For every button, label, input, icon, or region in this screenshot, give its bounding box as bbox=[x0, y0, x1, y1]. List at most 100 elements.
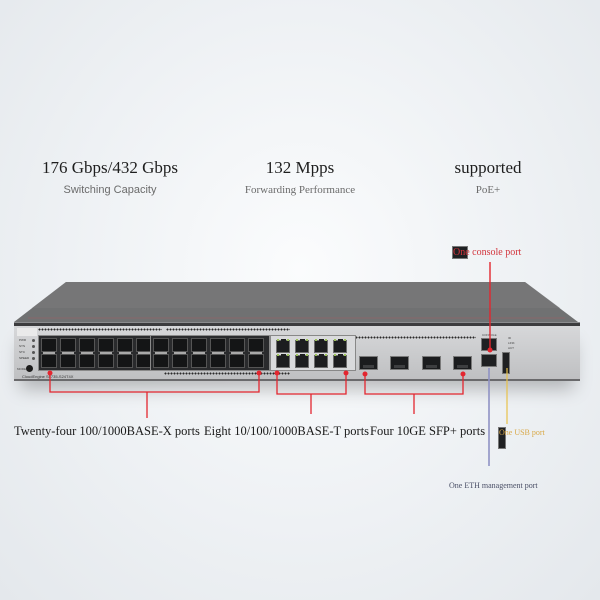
sfp-latch bbox=[193, 352, 205, 354]
sfp-port-15[interactable] bbox=[172, 338, 188, 352]
model-name: CloudEngine S5735-S24T4X bbox=[22, 374, 74, 379]
annotation-eth-port: One ETH management port bbox=[449, 481, 538, 490]
eth-management-port[interactable] bbox=[481, 354, 497, 367]
rj45-port-6[interactable] bbox=[314, 354, 328, 368]
sfp-latch bbox=[62, 352, 74, 354]
rj45-led bbox=[315, 354, 317, 356]
rj45-led bbox=[334, 339, 336, 341]
sfp-port-20[interactable] bbox=[210, 354, 226, 368]
vent-top-left bbox=[38, 328, 162, 331]
sfp-port-16[interactable] bbox=[172, 354, 188, 368]
vent-sfp-plus bbox=[346, 336, 476, 339]
rj45-led bbox=[306, 354, 308, 356]
sfp-latch bbox=[81, 352, 93, 354]
stat-label: Switching Capacity bbox=[63, 184, 157, 196]
usb-led-id: ID bbox=[508, 336, 511, 340]
sfp-port-23[interactable] bbox=[248, 338, 264, 352]
usb-port[interactable] bbox=[502, 352, 510, 374]
rj45-port-4[interactable] bbox=[295, 354, 309, 368]
led-label-pwr: PWR bbox=[19, 338, 26, 342]
led-pwr bbox=[32, 339, 35, 342]
rj45-led bbox=[334, 354, 336, 356]
rj45-led bbox=[296, 354, 298, 356]
sfp-port-24[interactable] bbox=[248, 354, 264, 368]
led-label-sys: SYS bbox=[19, 344, 26, 348]
sfp-port-10[interactable] bbox=[117, 354, 133, 368]
usb-led-act: ACT bbox=[508, 346, 514, 350]
sfp-latch bbox=[212, 352, 224, 354]
sfp-port-1[interactable] bbox=[41, 338, 57, 352]
sfp-latch bbox=[174, 352, 186, 354]
sfp-port-14[interactable] bbox=[153, 354, 169, 368]
rj45-port-7[interactable] bbox=[333, 339, 347, 353]
sfp-port-6[interactable] bbox=[79, 354, 95, 368]
sfp-port-5[interactable] bbox=[79, 338, 95, 352]
sfp-port-3[interactable] bbox=[60, 338, 76, 352]
rj45-led bbox=[344, 354, 346, 356]
rj45-led bbox=[277, 339, 279, 341]
stat-label: Forwarding Performance bbox=[244, 184, 356, 196]
sfp-plus-port-2[interactable] bbox=[390, 356, 409, 370]
rj45-led bbox=[325, 339, 327, 341]
rj45-latch bbox=[338, 354, 343, 356]
console-label: CONSOLE bbox=[482, 333, 497, 337]
stat-switching-capacity: 176 Gbps/432 Gbps Switching Capacity bbox=[20, 158, 200, 196]
led-label-stc: STC bbox=[19, 350, 25, 354]
sfp-latch bbox=[138, 352, 150, 354]
sfp-plus-port-1[interactable] bbox=[359, 356, 378, 370]
annotation-sfp-plus-ports: Four 10GE SFP+ ports bbox=[370, 424, 486, 438]
sfp-port-13[interactable] bbox=[153, 338, 169, 352]
sfp-port-group-1 bbox=[38, 335, 156, 371]
mode-label: MODE bbox=[17, 367, 26, 371]
rj45-port-2[interactable] bbox=[276, 354, 290, 368]
sfp-port-9[interactable] bbox=[117, 338, 133, 352]
sfp-port-7[interactable] bbox=[98, 338, 114, 352]
rj45-latch bbox=[338, 339, 343, 341]
mode-button[interactable] bbox=[26, 365, 33, 372]
annotation-usb-port: One USB port bbox=[498, 427, 545, 449]
rj45-led bbox=[287, 339, 289, 341]
stat-value: 176 Gbps/432 Gbps bbox=[41, 158, 178, 177]
stat-value: supported bbox=[454, 158, 522, 177]
sfp-plus-port-4[interactable] bbox=[453, 356, 472, 370]
sfp-port-22[interactable] bbox=[229, 354, 245, 368]
led-speed bbox=[32, 357, 35, 360]
sfp-port-8[interactable] bbox=[98, 354, 114, 368]
sfp-latch bbox=[155, 352, 167, 354]
sfp-port-18[interactable] bbox=[191, 354, 207, 368]
sfp-port-17[interactable] bbox=[191, 338, 207, 352]
sfp-port-21[interactable] bbox=[229, 338, 245, 352]
annotation-console: One console port bbox=[452, 246, 522, 259]
rj45-led bbox=[287, 354, 289, 356]
vent-bottom bbox=[164, 372, 290, 375]
stat-forwarding-performance: 132 Mpps Forwarding Performance bbox=[210, 158, 390, 196]
sfp-latch bbox=[100, 352, 112, 354]
led-label-speed: SPEED bbox=[19, 356, 30, 360]
rj45-latch bbox=[281, 354, 286, 356]
led-stc bbox=[32, 351, 35, 354]
vent-top-mid bbox=[166, 328, 290, 331]
rj45-port-1[interactable] bbox=[276, 339, 290, 353]
rj45-port-8[interactable] bbox=[333, 354, 347, 368]
rj45-latch bbox=[300, 339, 305, 341]
console-port[interactable] bbox=[481, 338, 497, 351]
led-sys bbox=[32, 345, 35, 348]
stat-label: PoE+ bbox=[475, 184, 501, 196]
usb-led-link: LINK bbox=[508, 341, 515, 345]
rj45-latch bbox=[319, 339, 324, 341]
sfp-plus-port-3[interactable] bbox=[422, 356, 441, 370]
rj45-led bbox=[277, 354, 279, 356]
front-panel: PWR SYS STC SPEED MODE CloudEngine S5735… bbox=[14, 322, 580, 381]
rj45-led bbox=[344, 339, 346, 341]
rj45-port-5[interactable] bbox=[314, 339, 328, 353]
stat-value: 132 Mpps bbox=[265, 158, 335, 177]
sfp-port-4[interactable] bbox=[60, 354, 76, 368]
rj45-latch bbox=[319, 354, 324, 356]
annotation-rj45-ports: Eight 10/100/1000BASE-T ports bbox=[204, 424, 370, 438]
stat-poe: supported PoE+ bbox=[398, 158, 578, 196]
sfp-port-19[interactable] bbox=[210, 338, 226, 352]
rj45-port-3[interactable] bbox=[295, 339, 309, 353]
rj45-led bbox=[296, 339, 298, 341]
sfp-port-2[interactable] bbox=[41, 354, 57, 368]
front-top-edge bbox=[14, 323, 580, 326]
